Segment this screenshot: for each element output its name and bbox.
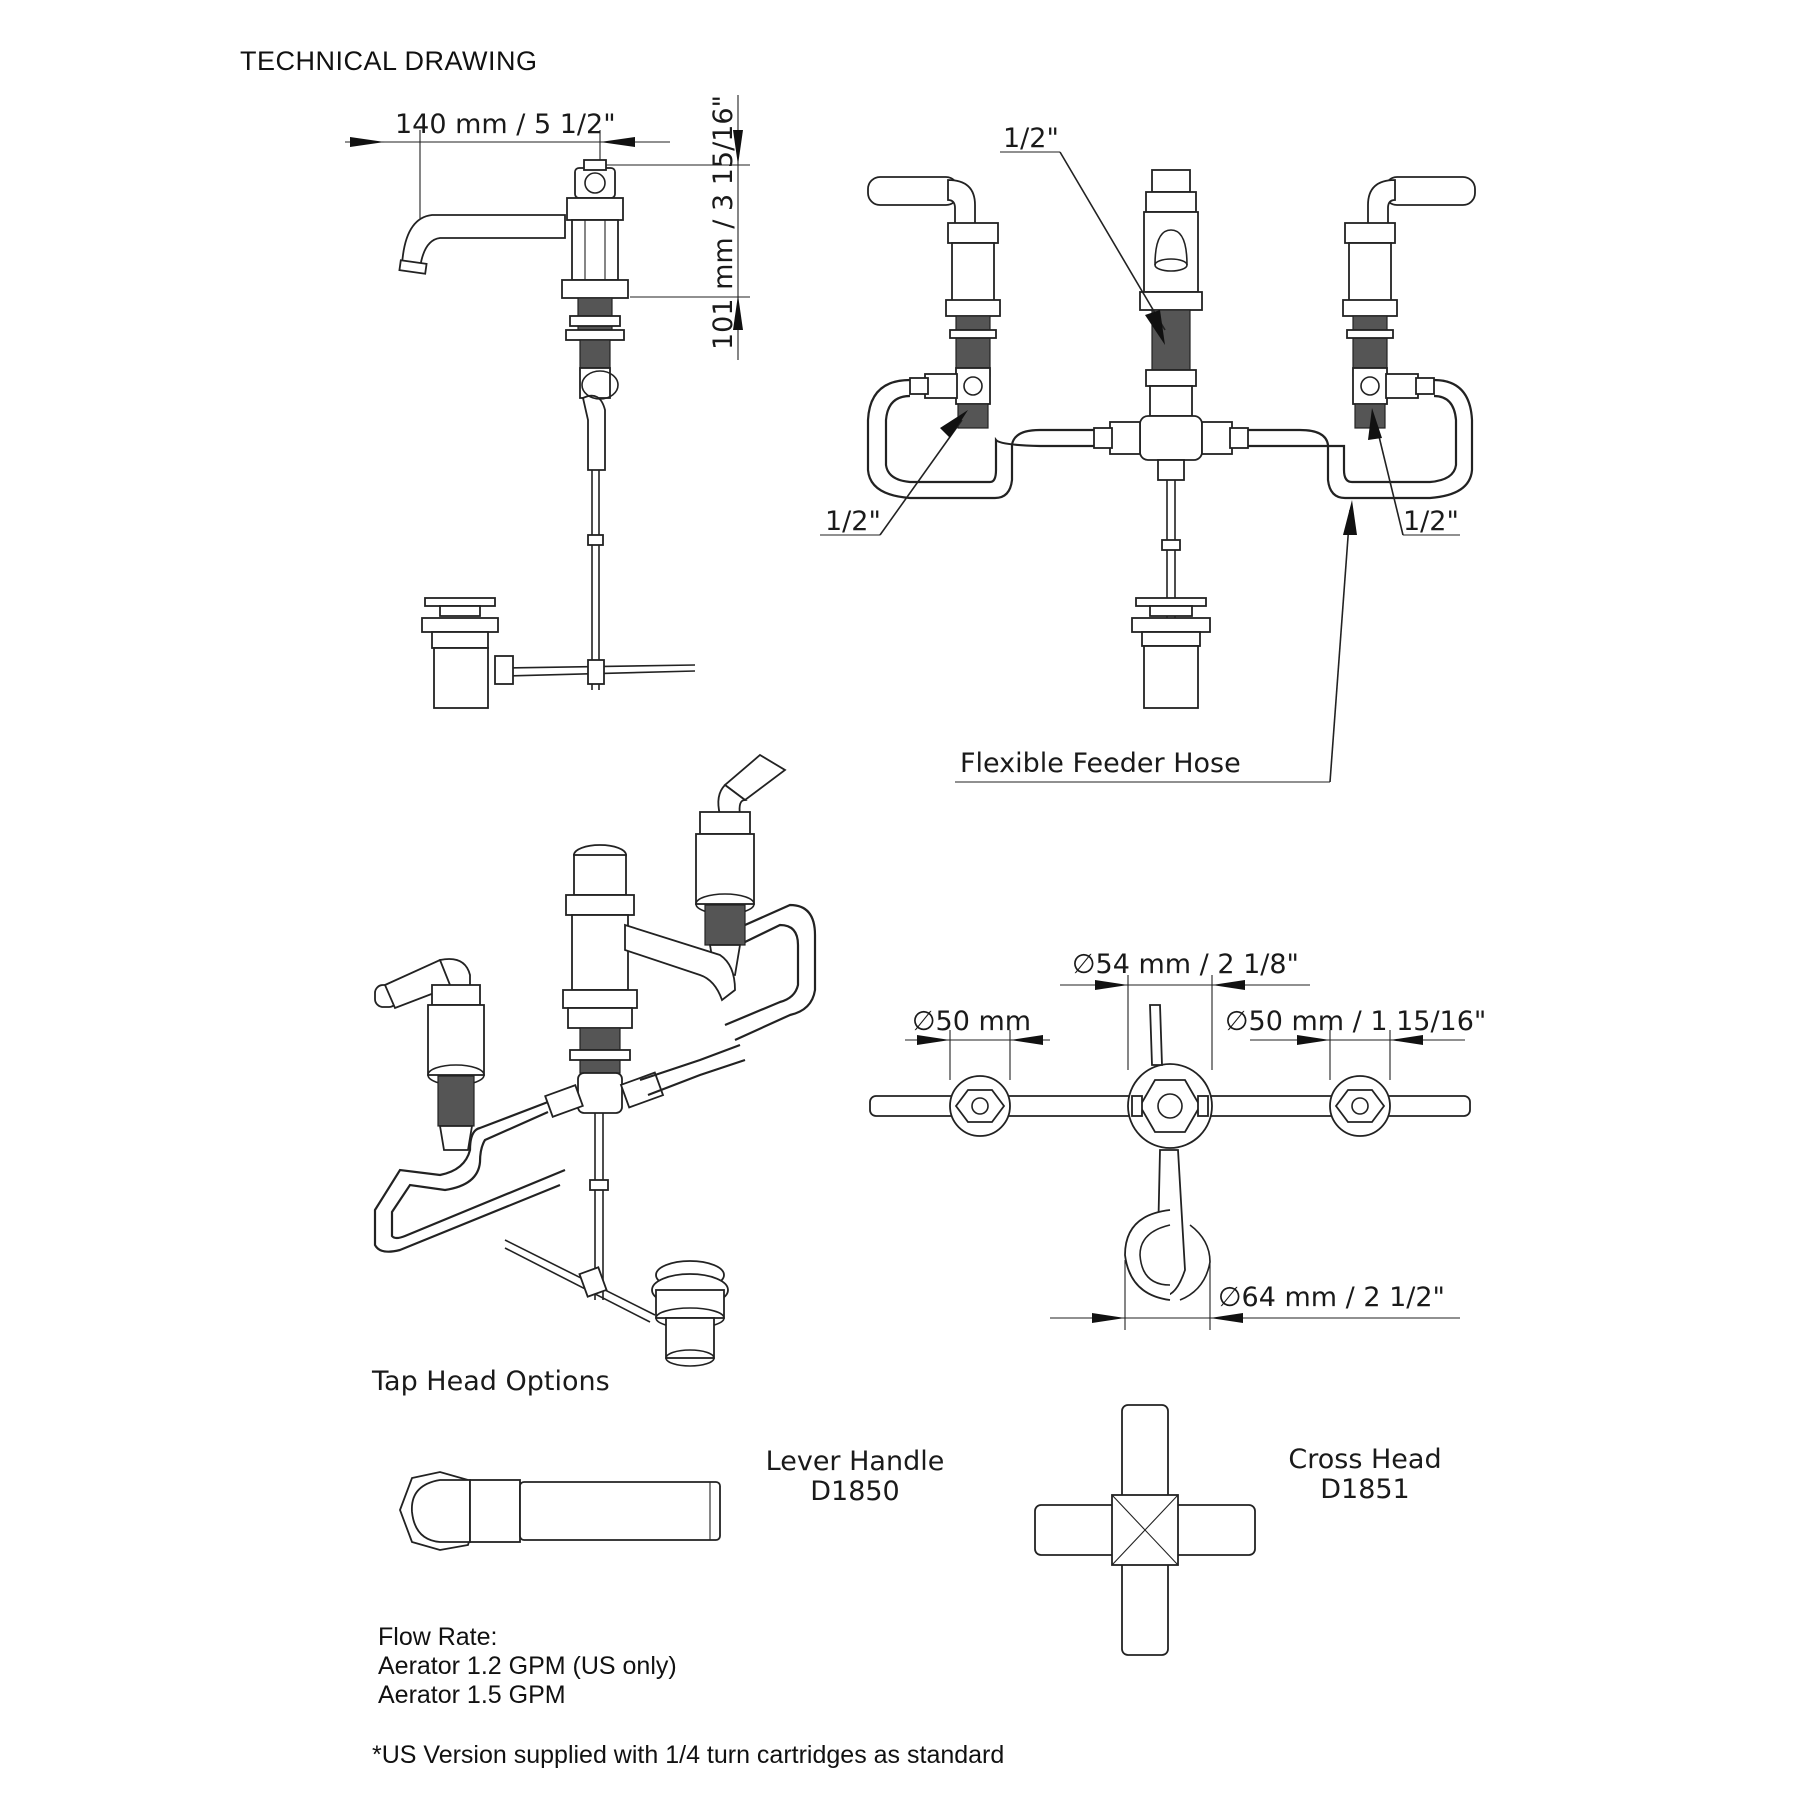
page-title: TECHNICAL DRAWING xyxy=(240,46,538,76)
callout-top-half-inch: 1/2" xyxy=(1003,123,1059,154)
footnote: *US Version supplied with 1/4 turn cartr… xyxy=(372,1741,1004,1769)
tap-head-options-title: Tap Head Options xyxy=(371,1366,610,1397)
diameter-54-dimension: ∅54 mm / 2 1/8" xyxy=(1072,949,1299,980)
cross-head-drawing xyxy=(1034,1404,1256,1656)
front-view: 1/2" 1/2" 1/2" Flexible Feeder Hose xyxy=(820,123,1476,783)
lever-handle-name: Lever Handle xyxy=(766,1446,945,1477)
lever-handle-code: D1850 xyxy=(810,1476,900,1507)
callout-left-half-inch: 1/2" xyxy=(825,506,881,537)
side-height-dimension: 101 mm / 3 15/16" xyxy=(708,95,739,350)
diameter-50-right-dimension: ∅50 mm / 1 15/16" xyxy=(1225,1006,1486,1037)
flow-rate-title: Flow Rate: xyxy=(378,1623,497,1651)
flow-rate-line-1: Aerator 1.2 GPM (US only) xyxy=(378,1652,677,1680)
diameter-64-dimension: ∅64 mm / 2 1/2" xyxy=(1218,1282,1445,1313)
lever-handle-drawing xyxy=(399,1471,721,1551)
cross-head-name: Cross Head xyxy=(1288,1444,1441,1475)
side-width-dimension: 140 mm / 5 1/2" xyxy=(395,109,616,140)
callout-right-half-inch: 1/2" xyxy=(1403,506,1459,537)
cross-head-code: D1851 xyxy=(1320,1474,1410,1505)
flexible-feeder-hose-label: Flexible Feeder Hose xyxy=(960,748,1241,779)
diameter-50-left-dimension: ∅50 mm xyxy=(912,1006,1031,1037)
flow-rate-line-2: Aerator 1.5 GPM xyxy=(378,1681,566,1709)
isometric-view xyxy=(373,753,817,1367)
plan-view: ∅54 mm / 2 1/8" ∅50 mm ∅50 mm / 1 15/16"… xyxy=(869,949,1486,1330)
side-view: 140 mm / 5 1/2" 101 mm / 3 15/16" xyxy=(345,95,750,709)
